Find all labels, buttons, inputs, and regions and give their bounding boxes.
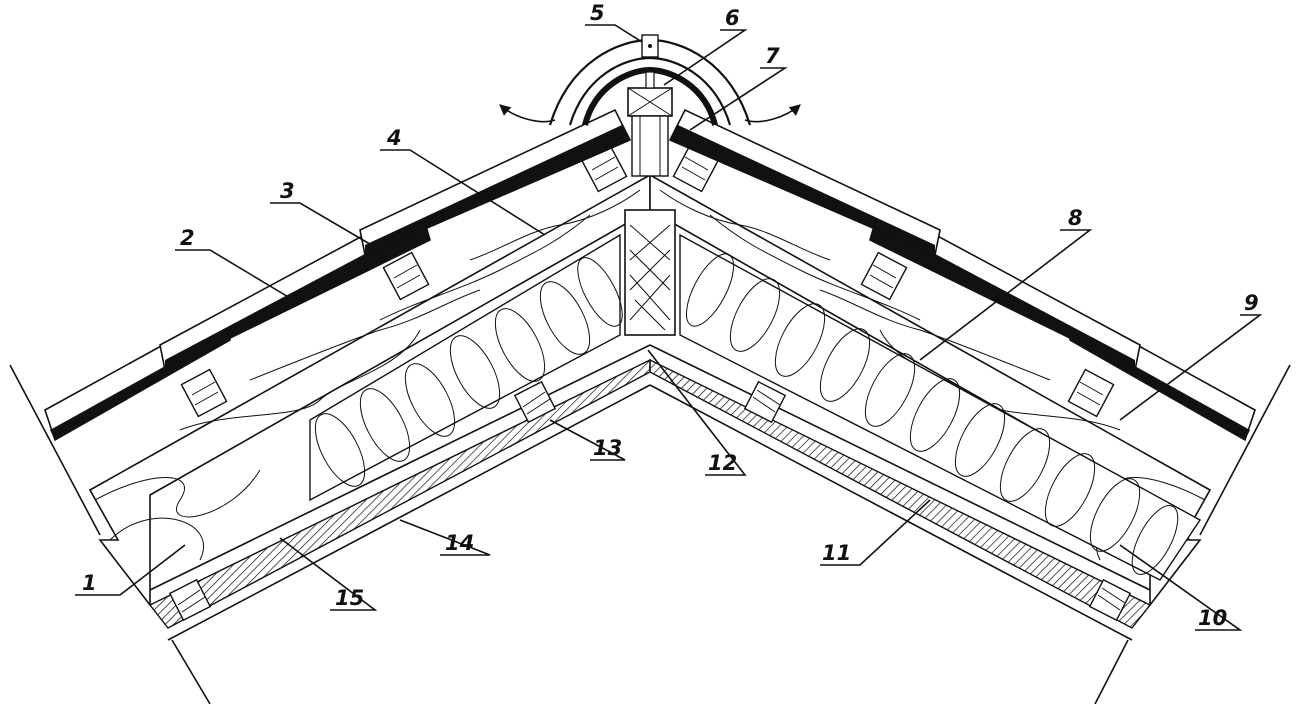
callout-9: 9 bbox=[1244, 291, 1259, 315]
callout-14: 14 bbox=[445, 531, 474, 555]
callout-12: 12 bbox=[708, 451, 737, 475]
roof-tiles-left bbox=[44, 108, 632, 442]
callout-8: 8 bbox=[1068, 206, 1083, 230]
callout-5: 5 bbox=[590, 1, 605, 25]
ridge-batten bbox=[627, 71, 673, 177]
interior-lining-right bbox=[649, 344, 1152, 641]
insulation-left bbox=[309, 233, 623, 502]
insulation-right bbox=[679, 233, 1202, 581]
lining-battens bbox=[168, 380, 1132, 622]
callout-10: 10 bbox=[1198, 606, 1227, 630]
callout-6: 6 bbox=[725, 6, 740, 30]
callout-2: 2 bbox=[180, 226, 195, 250]
callout-13: 13 bbox=[593, 436, 622, 460]
leader-lines bbox=[75, 24, 1263, 631]
callout-3: 3 bbox=[280, 179, 295, 203]
callout-labels: 1 2 3 4 5 6 7 8 9 10 11 12 13 14 15 bbox=[82, 1, 1259, 630]
ventilation-arrows bbox=[499, 104, 801, 123]
callout-15: 15 bbox=[335, 586, 364, 610]
callout-4: 4 bbox=[386, 126, 402, 150]
callout-11: 11 bbox=[822, 541, 851, 565]
callout-1: 1 bbox=[82, 571, 97, 595]
tile-battens-left bbox=[180, 143, 628, 418]
callout-7: 7 bbox=[765, 44, 780, 68]
ridge-clip bbox=[641, 34, 659, 58]
outer-boundary-lines bbox=[9, 364, 1291, 704]
ridge-beam bbox=[624, 209, 676, 336]
